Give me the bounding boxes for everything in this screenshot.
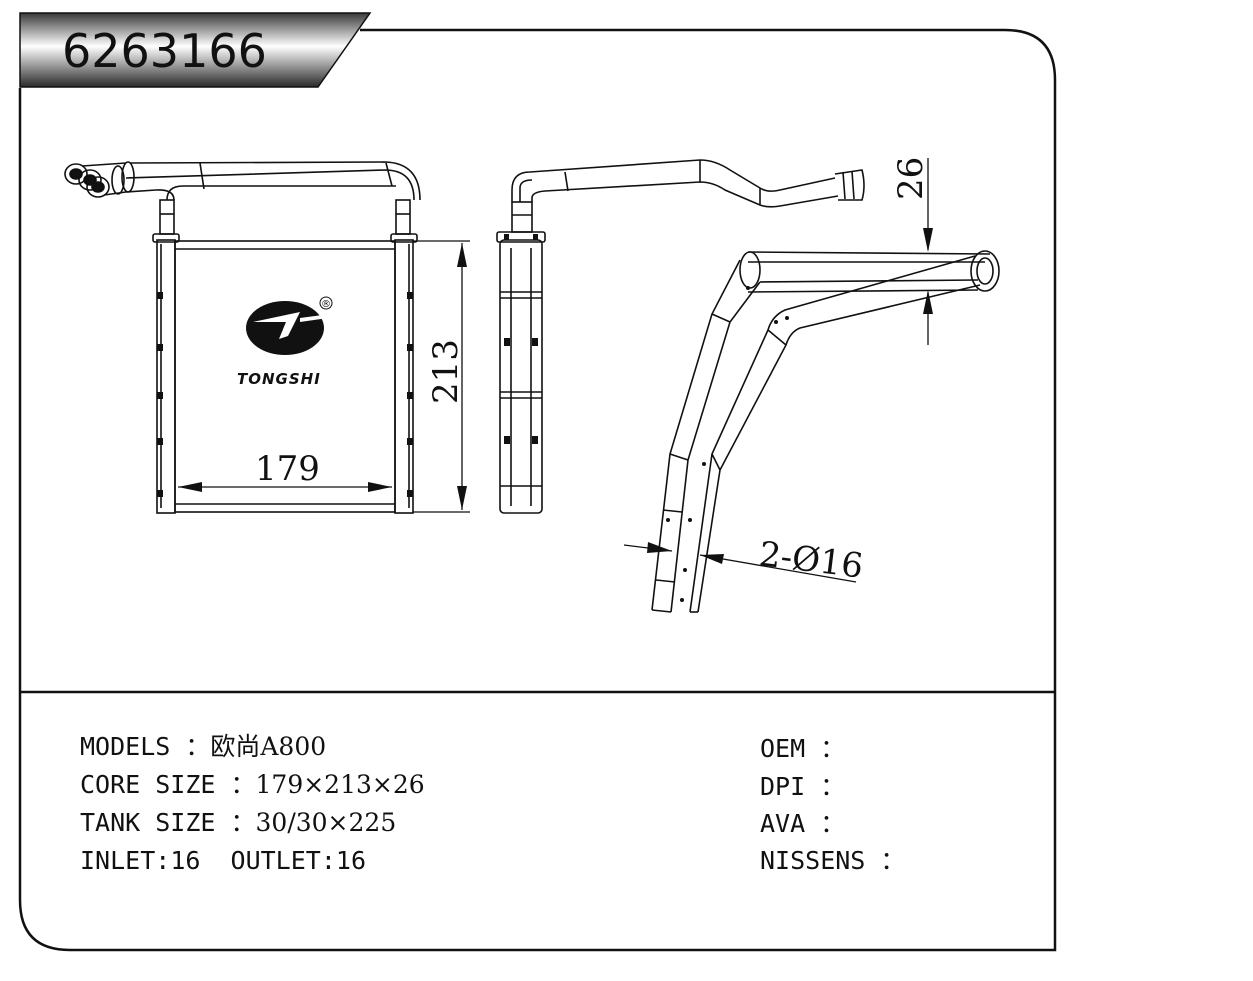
models-value: 欧尚A800 — [210, 732, 327, 761]
side-view — [496, 159, 865, 514]
part-number-tab: 6263166 — [19, 12, 372, 88]
models-label: MODELS ： — [80, 732, 211, 761]
ref-oem: OEM ： — [760, 736, 845, 761]
tank-size-label: TANK SIZE ： — [80, 808, 256, 837]
ref-nissens: NISSENS ： — [760, 848, 905, 873]
inlet-label: INLET: — [80, 846, 171, 875]
ava-label: AVA ： — [760, 809, 846, 838]
dim-pipes — [623, 542, 857, 583]
dim-width — [178, 482, 392, 492]
registered-mark-icon — [319, 296, 333, 310]
dim-thickness-label: 26 — [891, 157, 931, 200]
brand-name: TONGSHI — [237, 370, 321, 388]
spec-models: MODELS ：欧尚A800 — [80, 734, 326, 759]
registered-mark: ® — [321, 299, 331, 310]
core-size-value: 179×213×26 — [255, 770, 425, 799]
nissens-label: NISSENS ： — [760, 846, 906, 875]
dim-pipes-label: 2-Ø16 — [757, 534, 865, 586]
front-view — [64, 161, 421, 514]
outlet-value: 16 — [335, 846, 366, 875]
top-view — [651, 250, 1000, 613]
spec-core-size: CORE SIZE ：179×213×26 — [80, 772, 425, 797]
dim-height-label: 213 — [426, 339, 466, 404]
ref-dpi: DPI ： — [760, 774, 845, 799]
dim-height — [413, 240, 470, 513]
inlet-value: 16 — [170, 846, 201, 875]
ref-ava: AVA ： — [760, 811, 845, 836]
dim-width-label: 179 — [255, 449, 320, 489]
dim-thickness — [923, 158, 933, 345]
core-size-label: CORE SIZE ： — [80, 770, 256, 799]
frame-border — [18, 28, 1057, 952]
spec-tank-size: TANK SIZE ：30/30×225 — [80, 810, 396, 835]
outlet-label: OUTLET: — [230, 846, 336, 875]
part-number: 6263166 — [62, 24, 267, 78]
brand-logo: ® TONGSHI — [237, 296, 333, 388]
spec-inlet-outlet: INLET:16 OUTLET:16 — [80, 848, 366, 873]
tank-size-value: 30/30×225 — [255, 808, 397, 837]
oem-label: OEM ： — [760, 734, 846, 763]
dpi-label: DPI ： — [760, 772, 846, 801]
